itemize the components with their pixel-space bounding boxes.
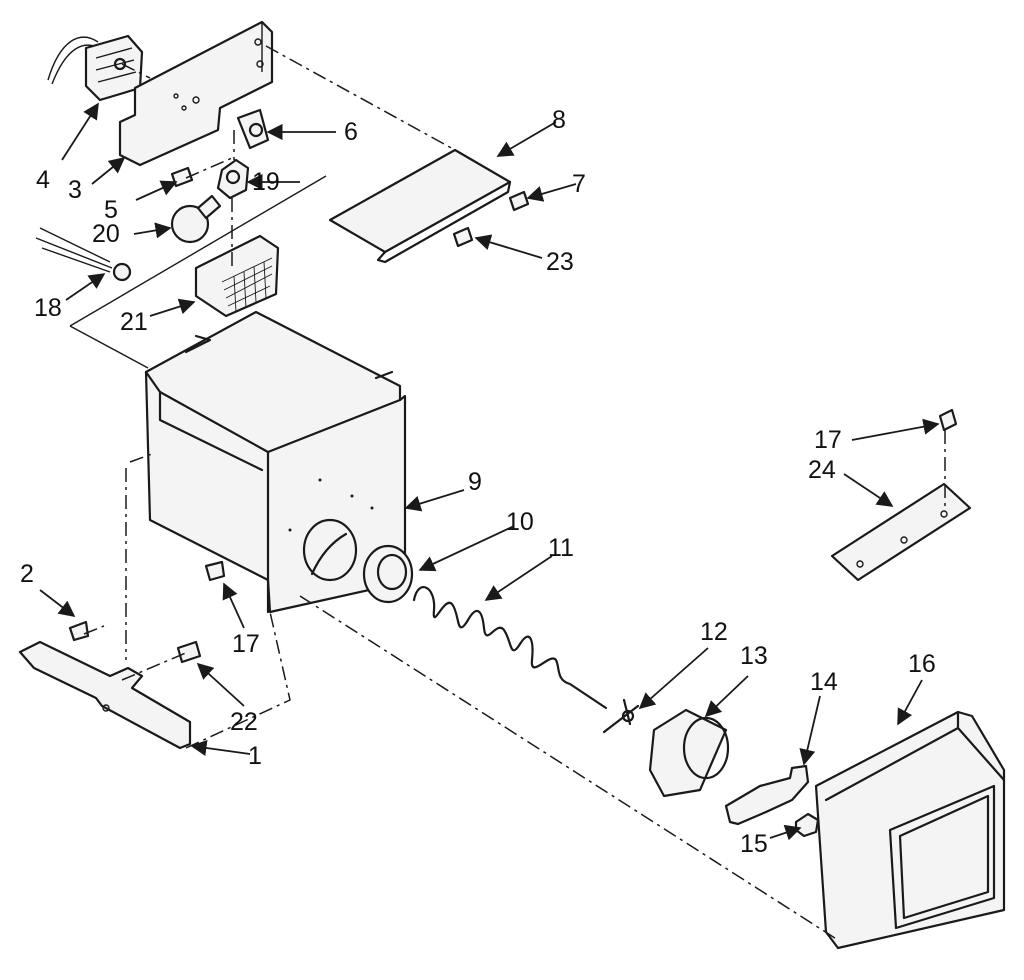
callout-7: 7 [572,170,586,198]
callout-17-right: 17 [814,426,842,454]
ice-bin-part [144,310,407,614]
lamp-cover-part [194,234,280,318]
callout-8: 8 [552,106,566,134]
screw-7-part [508,190,530,212]
callout-16: 16 [908,650,936,678]
subassembly-outline [69,175,327,369]
callout-9: 9 [468,468,482,496]
callout-15: 15 [740,830,768,858]
callout-1: 1 [248,742,262,770]
assembly-lines [83,45,946,941]
callout-21: 21 [120,308,148,336]
callout-17-bottom: 17 [232,630,260,658]
callout-11: 11 [548,534,574,562]
callout-24: 24 [808,456,836,484]
callout-23: 23 [546,248,574,276]
callout-14: 14 [810,668,838,696]
mounting-bracket-part [118,20,274,167]
coupler-part [602,698,640,734]
dispenser-bracket-part [724,764,810,826]
callout-12: 12 [700,618,728,646]
callout-18: 18 [34,294,62,322]
callout-22: 22 [230,708,258,736]
callout-19: 19 [252,168,280,196]
lamp-socket-part [216,158,250,200]
auger-part [412,586,608,710]
screw-17-bottom-part [204,560,226,582]
base-rail-part [18,640,192,750]
wire-harness-part [35,227,132,282]
callout-5: 5 [104,196,118,224]
front-cover-part [814,710,1006,950]
callout-10: 10 [506,508,534,536]
bearing-part [362,544,414,604]
crusher-part [648,708,730,798]
motor-part [47,34,144,102]
callout-20: 20 [92,220,120,248]
callout-2: 2 [20,560,34,588]
nut-part [794,812,820,838]
callout-6: 6 [344,118,358,146]
callout-4: 4 [36,166,50,194]
callout-13: 13 [740,642,768,670]
clip-part [236,108,270,150]
screw-17-right-part [938,408,958,432]
cover-plate-part [328,148,512,264]
leader-lines [39,102,940,841]
callout-labels: 4 3 5 6 8 7 19 20 18 21 23 9 10 11 2 17 … [20,106,936,858]
screw-2-part [68,620,90,642]
light-bulb-part [170,194,222,244]
side-bracket-part [830,482,972,582]
screw-22-part [176,640,202,664]
callout-3: 3 [68,176,82,204]
screw-23-part [452,226,474,248]
